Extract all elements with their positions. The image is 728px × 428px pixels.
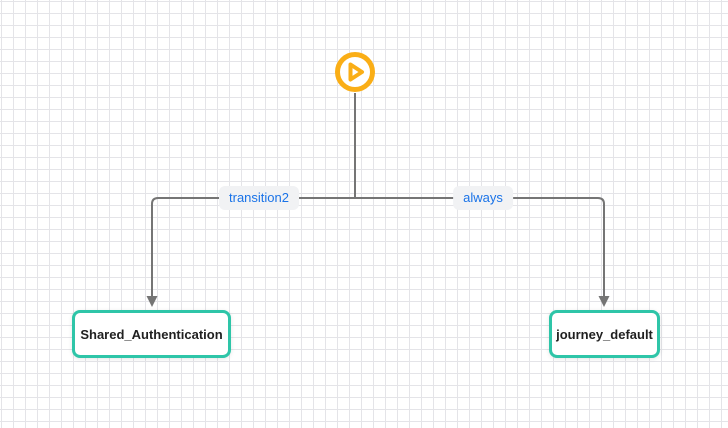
edge-always[interactable] [355, 197, 605, 296]
edge-transition2[interactable] [151, 197, 355, 296]
arrowhead-down-icon [146, 296, 158, 307]
edge-label-text: always [463, 190, 503, 205]
node-journey-default[interactable]: journey_default [549, 310, 660, 358]
play-icon [335, 52, 375, 92]
edge-label-text: transition2 [229, 190, 289, 205]
edge-label-always[interactable]: always [453, 186, 513, 210]
node-label: journey_default [556, 326, 653, 342]
node-shared-authentication[interactable]: Shared_Authentication [72, 310, 231, 358]
start-node[interactable] [333, 50, 377, 94]
node-label: Shared_Authentication [80, 326, 223, 342]
edge-label-transition2[interactable]: transition2 [219, 186, 299, 210]
arrowhead-down-icon [598, 296, 610, 307]
